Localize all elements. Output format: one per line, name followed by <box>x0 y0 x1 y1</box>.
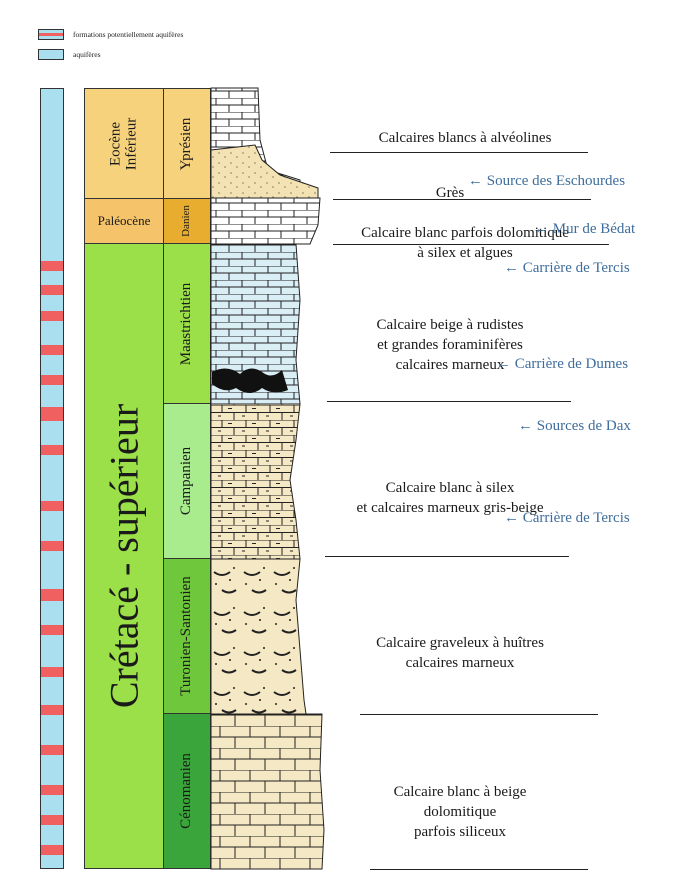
source-carriere-de-tercis: ← Carrière de Tercis <box>504 260 630 276</box>
aquifer-band-potential <box>41 285 63 295</box>
source-carriere-de-tercis-2: ← Carrière de Tercis <box>504 510 630 526</box>
aquifer-band-potential <box>41 445 63 455</box>
stage-box-campanien: Campanien <box>163 403 211 559</box>
legend-aquifer-label: aquifères <box>73 50 101 59</box>
source-sources-de-dax: ← Sources de Dax <box>518 418 631 434</box>
legend-aquifer: aquifères <box>38 49 100 60</box>
aquifer-band-potential <box>41 501 63 511</box>
aquifer-band-potential <box>41 311 63 321</box>
aquifer-band-potential <box>41 345 63 355</box>
legend-potential-swatch <box>38 29 64 40</box>
aquifer-band-potential <box>41 589 63 601</box>
desc-text: Calcaire blanc à beige dolomitique parfo… <box>393 784 527 840</box>
aquifer-band-potential <box>41 407 63 421</box>
stage-box-danien: Danien <box>163 198 211 244</box>
boundary-line <box>330 152 588 153</box>
desc-cenomanien: Calcaire blanc à beige dolomitique parfo… <box>350 762 570 842</box>
aquifer-band-potential <box>41 375 63 385</box>
aquifer-band-potential <box>41 745 63 755</box>
desc-eocene: Calcaires blancs à alvéolines <box>340 108 590 148</box>
aquifer-column <box>40 88 64 869</box>
desc-text: Calcaire blanc à silex et calcaires marn… <box>356 480 544 516</box>
desc-campanien: Calcaire blanc à silex et calcaires marn… <box>325 458 575 518</box>
boundary-line <box>333 244 609 245</box>
lithology-turonien-santonien <box>210 558 307 715</box>
boundary-line <box>360 714 598 715</box>
desc-text: Calcaire graveleux à huîtres calcaires m… <box>376 635 544 671</box>
desc-text: Calcaires blancs à alvéolines <box>378 130 552 146</box>
boundary-line <box>333 199 591 200</box>
lithology-flint-layer <box>212 368 288 393</box>
desc-text: Calcaire blanc parfois dolomitique à sil… <box>361 225 569 261</box>
desc-danien: Calcaire blanc parfois dolomitique à sil… <box>330 203 600 263</box>
lithology-gres <box>210 144 319 199</box>
lithology-danien <box>210 197 321 245</box>
legend-aquifer-swatch <box>38 49 64 60</box>
aquifer-band-potential <box>41 705 63 715</box>
aquifer-band-potential <box>41 261 63 271</box>
aquifer-band-potential <box>41 625 63 635</box>
desc-gres: Grès <box>410 163 490 203</box>
aquifer-band-potential <box>41 667 63 677</box>
legend-potential: formations potentiellement aquifères <box>38 29 183 40</box>
desc-text: Calcaire beige à rudistes et grandes for… <box>376 317 524 373</box>
boundary-line <box>325 556 569 557</box>
source-eschourdes: ← Source des Eschourdes <box>468 173 626 189</box>
lithology-cenomanien <box>210 713 325 870</box>
aquifer-band-potential <box>41 845 63 855</box>
boundary-line <box>327 401 571 402</box>
desc-text: Grès <box>435 185 465 201</box>
epoch-label-paleocene: Paléocène <box>97 213 151 228</box>
lithology-campanien <box>210 403 301 560</box>
desc-maastrichtien: Calcaire beige à rudistes et grandes for… <box>330 295 570 375</box>
desc-turonien-santonien: Calcaire graveleux à huîtres calcaires m… <box>340 613 580 673</box>
aquifer-band-potential <box>41 815 63 825</box>
aquifer-band-potential <box>41 785 63 795</box>
source-carriere-de-dumes: ← Carrière de Dumes <box>496 356 629 372</box>
boundary-line <box>370 869 588 870</box>
source-mur-de-bedat: ← Mur de Bédat <box>534 221 636 237</box>
aquifer-band-potential <box>41 541 63 551</box>
legend-potential-label: formations potentiellement aquifères <box>73 30 184 39</box>
